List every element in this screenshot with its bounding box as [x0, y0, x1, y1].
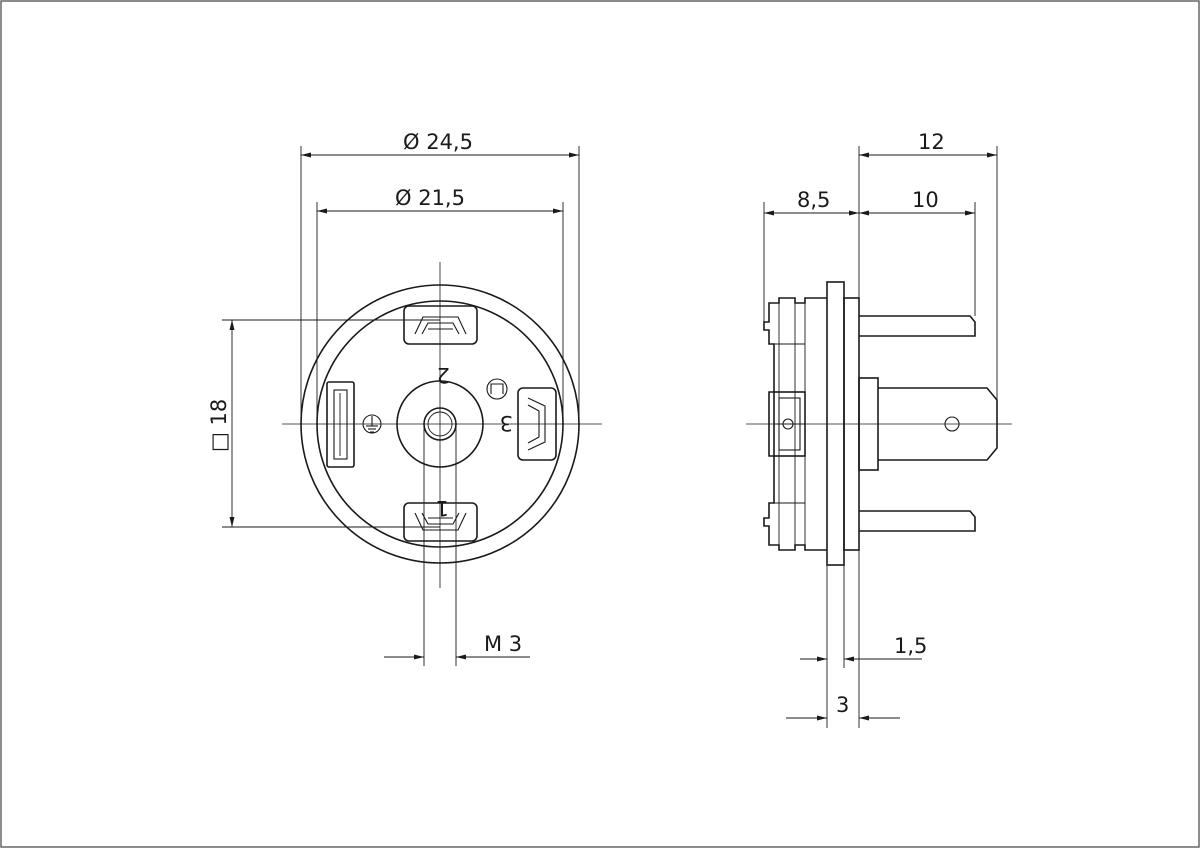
thread-label: M 3 — [484, 632, 522, 656]
side-flange — [826, 281, 845, 566]
side-view: 12 10 8,5 1,5 3 — [746, 130, 1012, 728]
pin-1-label: 1 — [436, 496, 449, 520]
flange-label: 1,5 — [894, 634, 927, 658]
thread-hole-inner — [427, 411, 453, 437]
side-pin-earth — [858, 377, 998, 471]
coding-key-symbol — [486, 378, 508, 400]
center-hub — [396, 380, 484, 468]
side-screw-housing — [773, 391, 806, 457]
side-pin-top — [859, 315, 976, 337]
pin-1-contact — [403, 502, 478, 542]
outer-diameter-label: Ø 24,5 — [403, 130, 473, 154]
body-length-label: 8,5 — [797, 188, 830, 212]
front-view: 2 1 3 — [207, 130, 602, 666]
pin-2-contact — [403, 305, 478, 345]
earth-contact — [326, 381, 355, 468]
total-length-label: 12 — [918, 130, 945, 154]
collar-label: 3 — [836, 693, 849, 717]
pin-2-label: 2 — [437, 363, 450, 387]
pin-3-contact — [517, 387, 557, 461]
earth-ground-icon — [362, 414, 382, 434]
inner-diameter-label: Ø 21,5 — [395, 186, 465, 210]
square-dimension-label: □ 18 — [207, 399, 231, 452]
side-pin-bottom — [859, 510, 976, 532]
pin-length-label: 10 — [912, 188, 939, 212]
pin-3-label: 3 — [500, 411, 513, 435]
side-body-outline — [763, 297, 827, 551]
